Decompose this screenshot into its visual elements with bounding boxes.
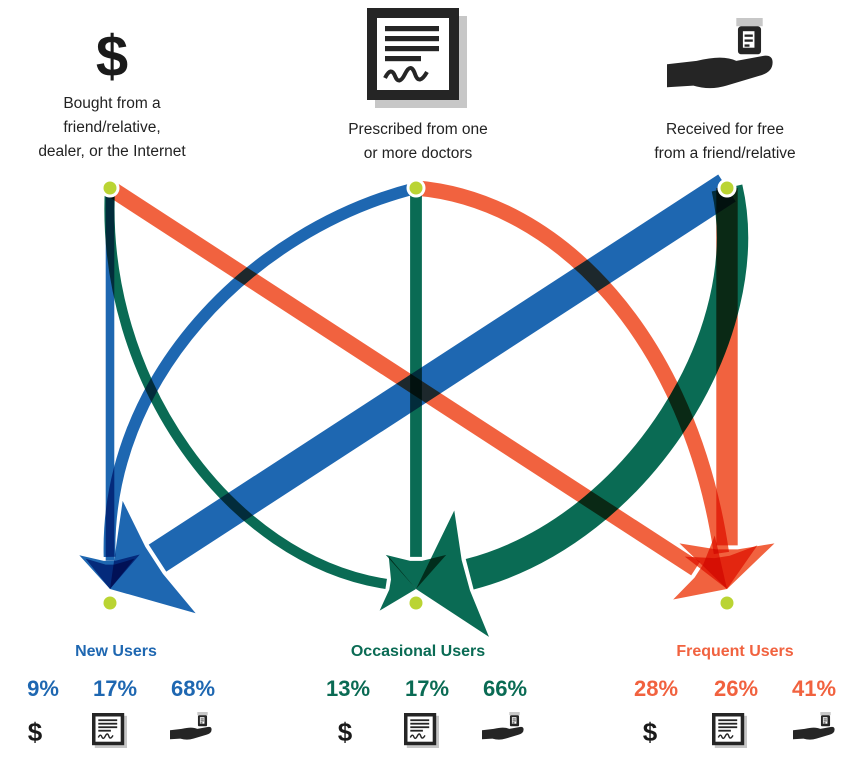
flow-prescribed-new [103, 182, 418, 557]
dollar-icon: $ [643, 717, 658, 747]
nodes [100, 178, 737, 613]
flow-head-bought-occasional [379, 556, 416, 611]
flow-head-bought-frequent [673, 535, 727, 600]
group-title-occasional: Occasional Users [351, 643, 485, 660]
source-label-bought-line1: Bought from a [63, 95, 161, 112]
flow-bought-occasional [104, 187, 387, 590]
source-label-free-line2: from a friend/relative [654, 145, 795, 162]
hand-pill-bottle-icon [170, 712, 212, 740]
source-node-prescribed [406, 178, 426, 198]
target-node-new [100, 593, 120, 613]
source-prescribed: Prescribed from one or more doctors [348, 6, 488, 162]
pct-occasional-prescribed: 17% [405, 676, 449, 701]
pct-frequent-bought: 28% [634, 676, 678, 701]
hand-pill-bottle-icon [667, 18, 773, 89]
pct-frequent-prescribed: 26% [714, 676, 758, 701]
group-occasional-users: Occasional Users 13% 17% 66% $ [326, 643, 527, 749]
pct-occasional-bought: 13% [326, 676, 370, 701]
target-node-frequent [717, 593, 737, 613]
pct-new-free: 68% [171, 676, 215, 701]
flow-free-occasional [465, 184, 749, 590]
target-node-occasional [406, 593, 426, 613]
source-node-free [717, 178, 737, 198]
pct-new-prescribed: 17% [93, 676, 137, 701]
dollar-icon: $ [96, 24, 128, 89]
hand-pill-bottle-icon [482, 712, 524, 740]
source-free: Received for free from a friend/relative [654, 18, 796, 162]
source-label-prescribed-line2: or more doctors [364, 145, 473, 162]
source-label-prescribed-line1: Prescribed from one [348, 121, 488, 138]
flow-head-free-occasional [416, 510, 489, 637]
prescription-icon [365, 6, 469, 110]
flow-free-new [148, 174, 736, 572]
source-label-free-line1: Received for free [666, 121, 784, 138]
hand-pill-bottle-icon [793, 712, 835, 740]
source-label-bought-line3: dealer, or the Internet [38, 143, 186, 160]
dollar-icon: $ [28, 717, 43, 747]
pct-new-bought: 9% [27, 676, 59, 701]
flow-head-free-new [110, 500, 196, 614]
flow-arrows [79, 174, 775, 637]
source-label-bought-line2: friend/relative, [63, 119, 160, 136]
flow-bought-frequent [105, 181, 701, 576]
prescription-icon [91, 712, 128, 749]
source-bought: $ Bought from a friend/relative, dealer,… [38, 24, 186, 160]
flow-prescribed-frequent [415, 180, 730, 555]
prescription-icon [403, 712, 440, 749]
pct-frequent-free: 41% [792, 676, 836, 701]
prescription-icon [711, 712, 748, 749]
group-new-users: New Users 9% 17% 68% $ [27, 643, 215, 749]
pct-occasional-free: 66% [483, 676, 527, 701]
group-title-frequent: Frequent Users [676, 643, 793, 660]
group-frequent-users: Frequent Users 28% 26% 41% $ [634, 643, 836, 749]
group-title-new: New Users [75, 643, 157, 660]
source-node-bought [100, 178, 120, 198]
dollar-icon: $ [338, 717, 353, 747]
